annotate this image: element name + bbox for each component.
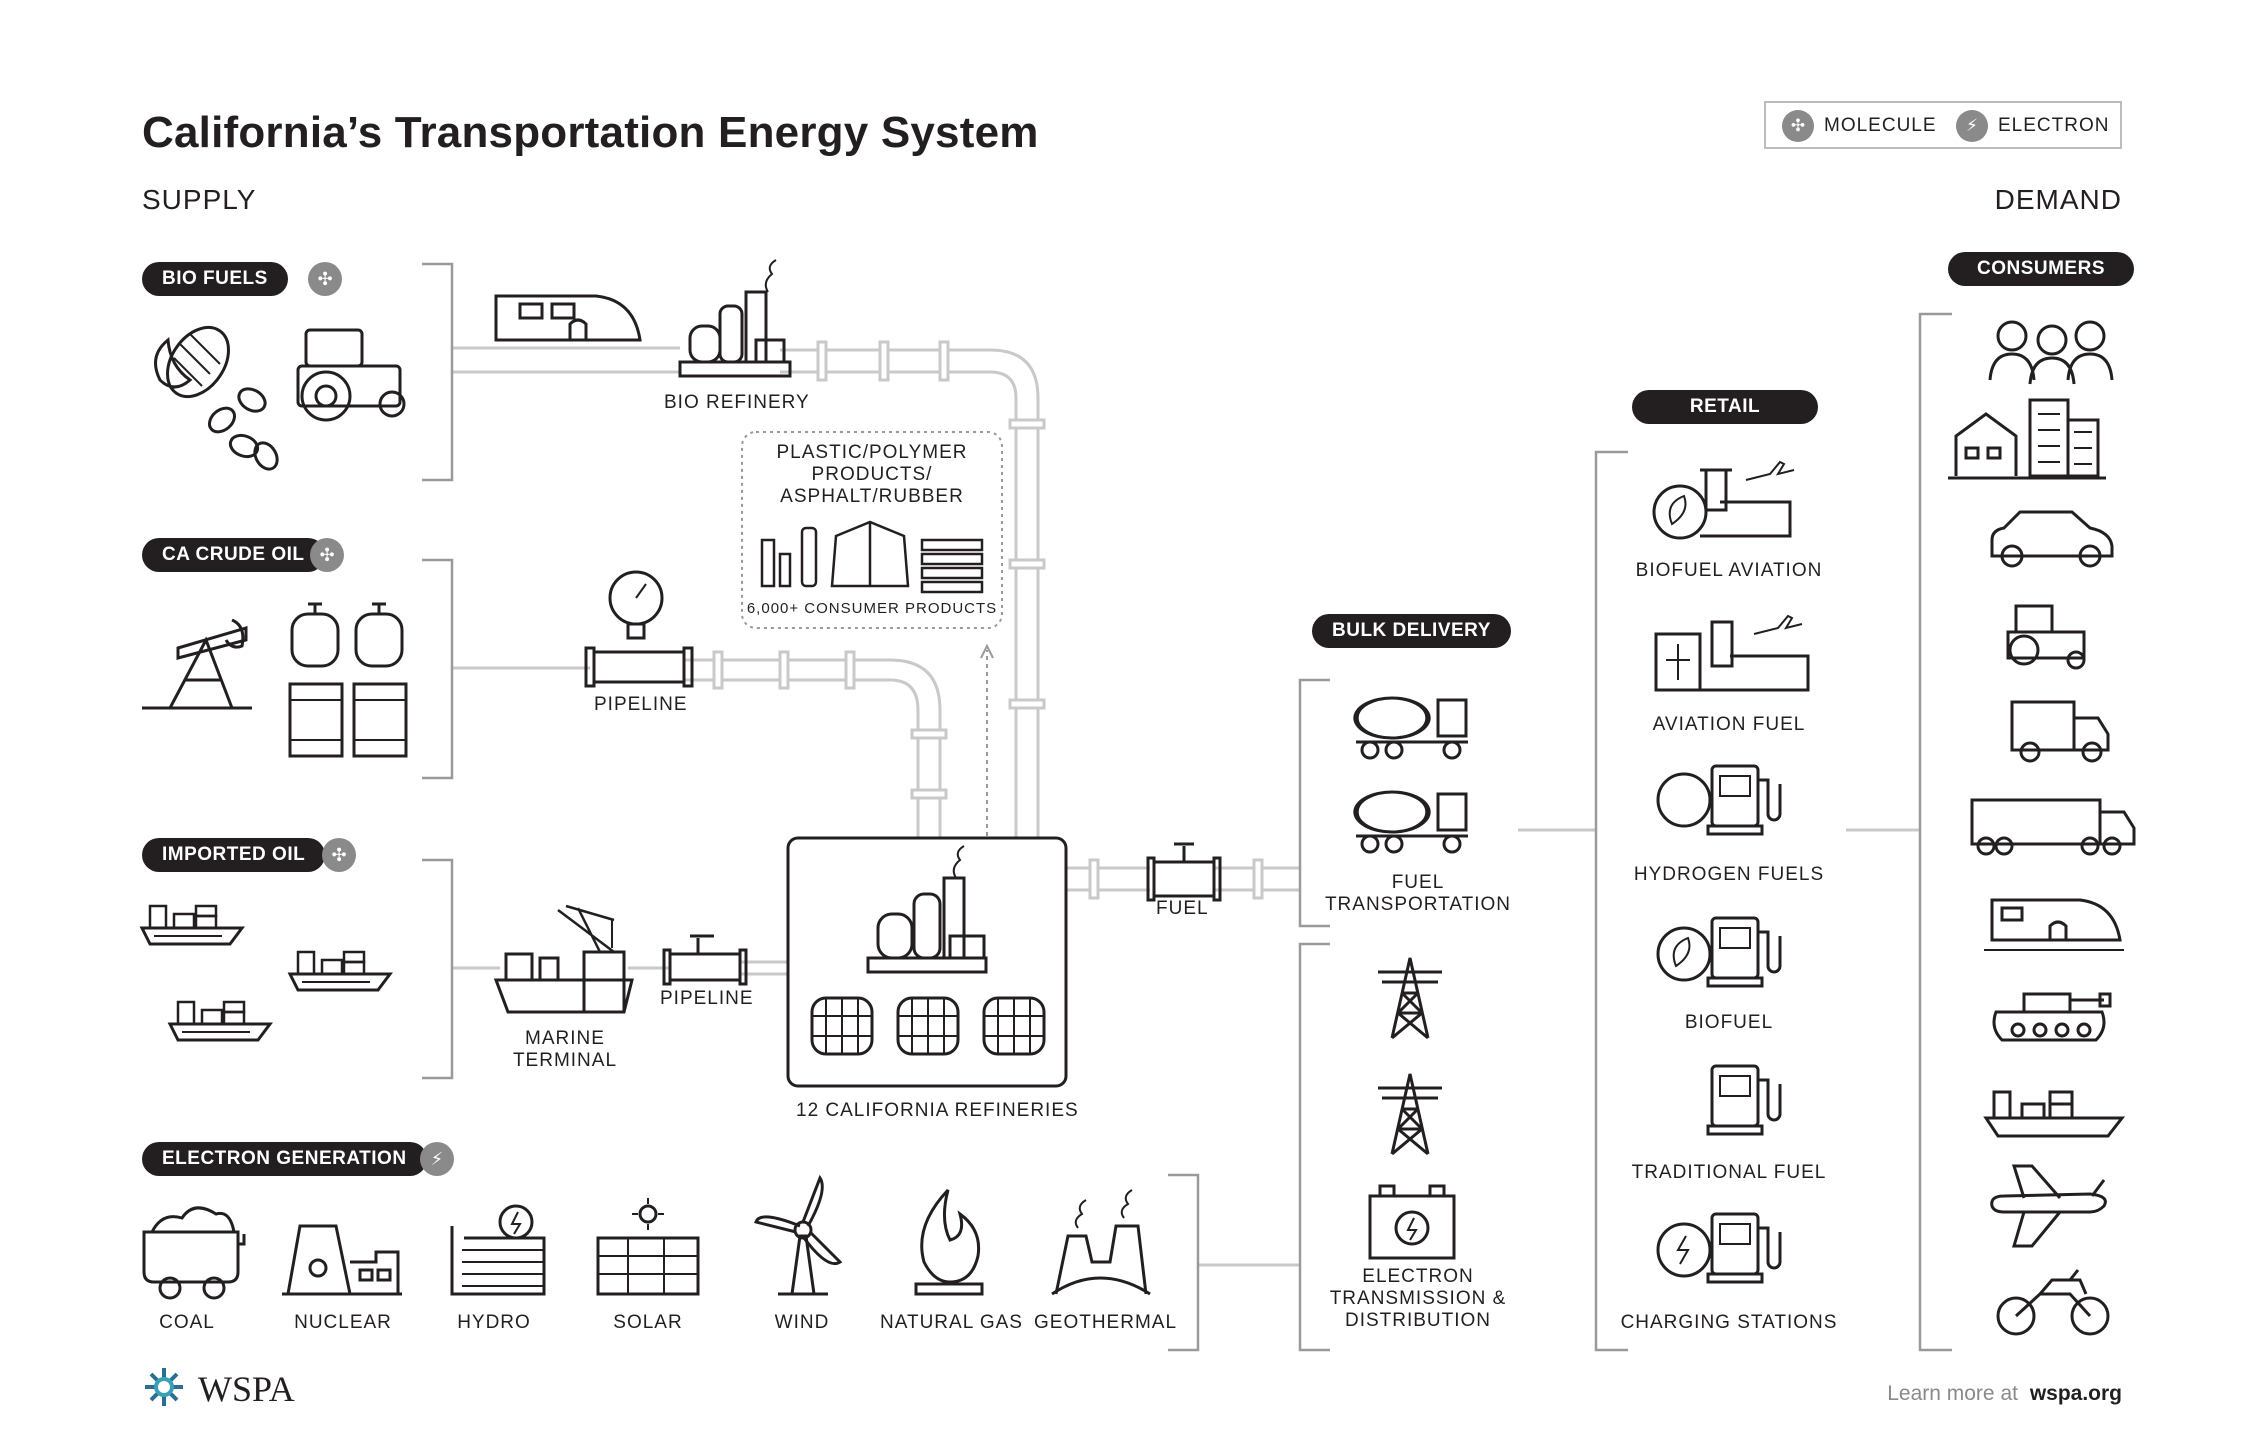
pipeline-gauge-icon: [584, 570, 694, 688]
molecule-icon: ✣: [1782, 110, 1814, 142]
footer-learn-more: Learn more at wspa.org: [1887, 1382, 2122, 1405]
molecule-icon: ✣: [322, 838, 356, 872]
label-pipeline-crude: PIPELINE: [594, 694, 688, 715]
label-geothermal: GEOTHERMAL: [1034, 1312, 1178, 1333]
legend-electron: ELECTRON: [1998, 115, 2110, 136]
pill-consumers: CONSUMERS: [1948, 252, 2134, 286]
label-aviation-fuel: AVIATION FUEL: [1652, 714, 1806, 735]
label-traditional-fuel: TRADITIONAL FUEL: [1631, 1162, 1827, 1183]
bio-fuels-icons: [154, 325, 406, 471]
demand-label: DEMAND: [1994, 184, 2122, 215]
legend-molecule: MOLECULE: [1824, 115, 1937, 136]
battery-icon: [1368, 1184, 1456, 1260]
molecule-icon: ✣: [310, 538, 344, 572]
pill-bulk-delivery: BULK DELIVERY: [1312, 614, 1511, 648]
label-bio-refinery: BIO REFINERY: [664, 392, 810, 413]
pill-bio-fuels: BIO FUELS: [142, 262, 288, 296]
label-hydrogen-fuels: HYDROGEN FUELS: [1633, 864, 1825, 885]
bio-refinery-icon: [678, 259, 792, 378]
label-marine-terminal: MARINE TERMINAL: [512, 1028, 618, 1071]
label-plastic-products: PLASTIC/POLYMER PRODUCTS/ ASPHALT/RUBBER: [776, 442, 968, 507]
marine-terminal-icon: [493, 904, 634, 1014]
label-coal: COAL: [159, 1312, 215, 1333]
label-fuel: FUEL: [1156, 898, 1209, 919]
pill-electron-generation: ELECTRON GENERATION: [142, 1142, 427, 1176]
retail-icons: [1652, 460, 1810, 828]
label-wind: WIND: [774, 1312, 830, 1333]
pipeline-valve-icon: [662, 934, 748, 986]
consumer-products-icon: [760, 520, 984, 594]
wspa-brand: WSPA: [198, 1369, 295, 1409]
electron-icon: ⚡: [420, 1142, 454, 1176]
refinery-icon: [866, 845, 988, 974]
label-electron-transmission: ELECTRON TRANSMISSION & DISTRIBUTION: [1329, 1266, 1507, 1331]
fuel-valve-icon: [1146, 842, 1222, 902]
crude-oil-icons: [142, 602, 408, 758]
label-nuclear: NUCLEAR: [294, 1312, 392, 1333]
label-pipeline-imported: PIPELINE: [660, 988, 754, 1009]
label-natural-gas: NATURAL GAS: [880, 1312, 1023, 1333]
generation-icons: [142, 1174, 1151, 1300]
label-solar: SOLAR: [613, 1312, 683, 1333]
pipe-network: [452, 346, 1920, 1267]
brackets: [422, 262, 1952, 1352]
train-icon: [494, 294, 642, 342]
label-consumer-products: 6,000+ CONSUMER PRODUCTS: [746, 600, 998, 617]
pill-ca-crude-oil: CA CRUDE OIL: [142, 538, 325, 572]
wspa-link[interactable]: wspa.org: [2029, 1382, 2122, 1405]
label-biofuel-aviation: BIOFUEL AVIATION: [1635, 560, 1823, 581]
label-hydro: HYDRO: [457, 1312, 531, 1333]
page-title: California’s Transportation Energy Syste…: [142, 108, 1039, 157]
label-fuel-transportation: FUEL TRANSPORTATION: [1324, 872, 1512, 915]
pill-imported-oil: IMPORTED OIL: [142, 838, 326, 872]
label-biofuel: BIOFUEL: [1684, 1012, 1774, 1033]
electron-icon: ⚡: [1956, 110, 1988, 142]
consumers-icons: [1948, 320, 2136, 1336]
label-refineries: 12 CALIFORNIA REFINERIES: [796, 1100, 1079, 1121]
molecule-icon: ✣: [308, 262, 342, 296]
wspa-logo-icon: [145, 1368, 183, 1406]
supply-label: SUPPLY: [142, 184, 257, 215]
legend: ✣ MOLECULE ⚡ ELECTRON: [1764, 101, 2122, 149]
pill-retail: RETAIL: [1632, 390, 1818, 424]
label-charging-stations: CHARGING STATIONS: [1620, 1312, 1838, 1333]
